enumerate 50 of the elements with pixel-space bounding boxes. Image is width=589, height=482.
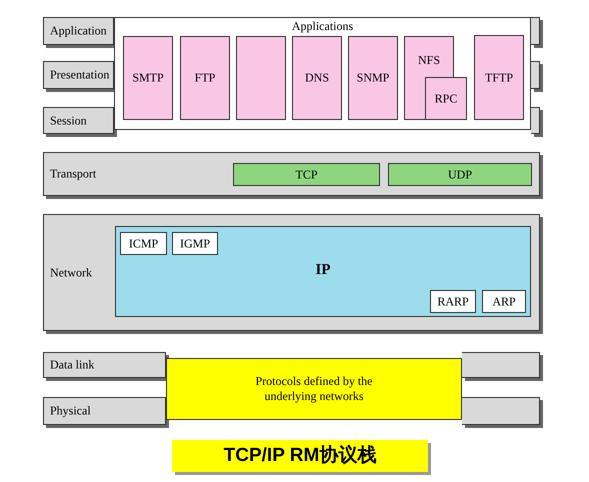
layer-band: [43, 397, 166, 425]
protocol-box: [123, 36, 173, 120]
protocol-box: [430, 290, 476, 313]
protocol-label: TCP: [296, 167, 318, 182]
layer-band: [43, 17, 114, 45]
layer-label: Physical: [50, 404, 91, 418]
protocol-label: IP: [316, 261, 330, 278]
panel-title: Applications: [292, 19, 354, 34]
ip-panel: [115, 226, 531, 317]
protocol-label: NFS: [418, 53, 440, 68]
description-text: Protocols defined by the underlying networks: [254, 374, 374, 404]
protocol-label: DNS: [305, 70, 329, 86]
protocol-label: FTP: [194, 70, 216, 86]
protocol-box: [474, 35, 524, 120]
layer-label: Presentation: [50, 68, 110, 82]
protocol-label: SNMP: [356, 70, 390, 86]
protocol-box: [120, 232, 167, 255]
protocol-label: TFTP: [485, 70, 513, 85]
layer-band: [462, 352, 540, 378]
layer-label: Data link: [50, 358, 94, 372]
protocol-box: [482, 290, 526, 313]
protocol-label: ICMP: [128, 236, 158, 251]
protocol-box: [404, 36, 454, 77]
protocol-box: [388, 163, 532, 186]
applications-panel: [114, 17, 531, 130]
layer-label: Session: [50, 113, 87, 128]
protocol-box: [348, 36, 398, 120]
layer-band: [462, 397, 540, 425]
protocol-label: RARP: [437, 294, 469, 309]
protocol-box: [236, 36, 286, 120]
protocol-label: SMTP: [132, 70, 164, 86]
protocol-box: [172, 232, 218, 255]
layer-label: Application: [50, 24, 107, 38]
protocol-label: IGMP: [180, 236, 210, 251]
protocol-label: ARP: [492, 294, 516, 309]
layer-label: Network: [50, 265, 92, 280]
title-banner: TCP/IP RM协议栈: [172, 440, 428, 472]
protocol-box: [233, 163, 380, 186]
layer-band: [43, 152, 540, 196]
layer-label: Transport: [50, 166, 96, 182]
layer-band: [43, 352, 166, 378]
protocol-label: RPC: [434, 91, 458, 106]
layer-band: [43, 107, 114, 134]
protocol-label: UDP: [448, 167, 472, 182]
layer-band: [43, 214, 540, 331]
layer-band: [43, 61, 114, 89]
network-protocols-box: [166, 358, 462, 420]
protocol-box: [292, 36, 342, 120]
protocol-box: [180, 36, 230, 120]
protocol-box: [425, 77, 467, 120]
